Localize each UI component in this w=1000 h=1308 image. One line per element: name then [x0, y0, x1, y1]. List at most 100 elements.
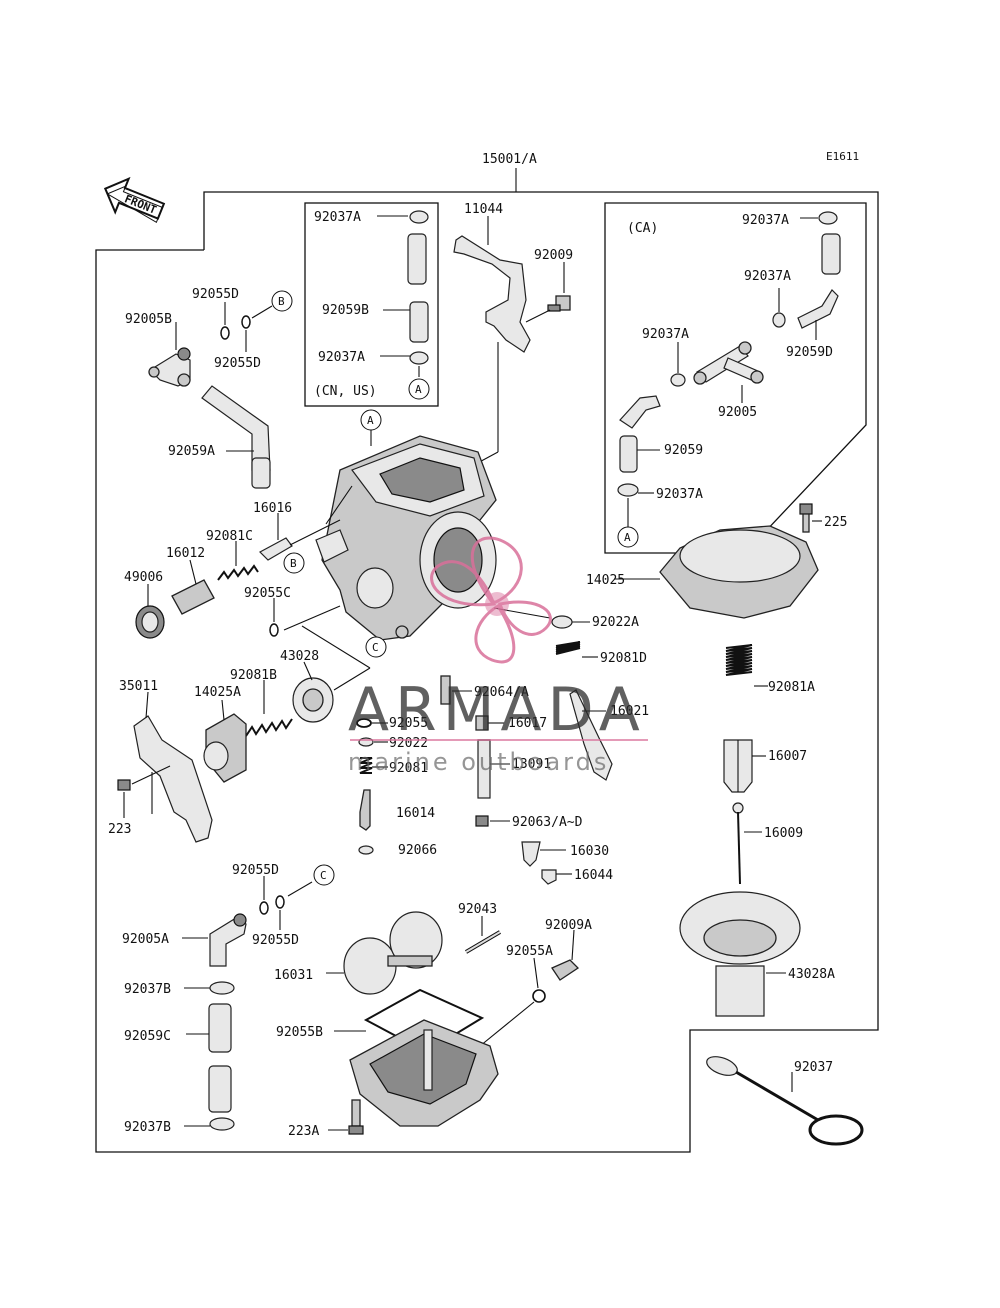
tee-92005 [693, 341, 764, 403]
label-92055d: 92055D [252, 933, 299, 948]
screw-92009 [525, 262, 571, 323]
label-92063: 92063/A~D [512, 815, 583, 830]
label-92055d: 92055D [214, 356, 261, 371]
label-92059b: 92059B [322, 303, 369, 318]
label-92059: 92059 [664, 443, 703, 458]
label-16016: 16016 [253, 501, 292, 516]
jet-16017 [475, 715, 504, 731]
label-92037a: 92037A [742, 213, 789, 228]
clip-92037a-r1 [800, 211, 838, 225]
o-ring-92066 [358, 845, 374, 855]
label-16030: 16030 [570, 844, 609, 859]
washer-92022a [493, 607, 590, 629]
plunger-16016 [259, 513, 341, 561]
hose-92059c [186, 1003, 232, 1113]
svg-text:B: B [278, 295, 285, 308]
clip-92037a-left-bottom [380, 351, 429, 377]
inset-note-cn-us: (CN, US) [314, 384, 377, 399]
svg-text:B: B [290, 557, 297, 570]
callout-a: A [360, 409, 382, 446]
clip-16044 [541, 869, 572, 885]
jet-needle-16009 [732, 802, 762, 885]
hose-segment [821, 233, 841, 275]
label-16007: 16007 [768, 749, 807, 764]
callout-b: B [271, 290, 293, 312]
label-92055c: 92055C [244, 586, 291, 601]
label-13091: 13091 [512, 757, 551, 772]
top-cover-14025 [614, 525, 819, 619]
label-92037b: 92037B [124, 982, 171, 997]
label-92009: 92009 [534, 248, 573, 263]
spring-92081 [359, 757, 388, 774]
label-92081: 92081 [389, 761, 428, 776]
label-92005a: 92005A [122, 932, 169, 947]
o-ring-92055a [479, 957, 546, 1047]
label-11044: 11044 [464, 202, 503, 217]
label-92037a: 92037A [744, 269, 791, 284]
label-92037a: 92037A [318, 350, 365, 365]
hose-92059d [797, 289, 839, 340]
watermark-tagline: marine outboards [348, 748, 609, 776]
o-ring-92055d-a [220, 302, 230, 340]
diagram-code: E1611 [826, 150, 859, 163]
assembly-label: 15001/A [482, 152, 537, 167]
label-92055d: 92055D [192, 287, 239, 302]
label-92037b: 92037B [124, 1120, 171, 1135]
label-92022a: 92022A [592, 615, 639, 630]
cover-14025a [203, 699, 247, 783]
spring-92081a [725, 644, 768, 687]
svg-text:C: C [372, 641, 379, 654]
hose-92059a [201, 385, 271, 489]
svg-text:A: A [367, 414, 374, 427]
label-16017: 16017 [508, 716, 547, 731]
label-92059a: 92059A [168, 444, 215, 459]
callout-c: C [313, 864, 335, 886]
inset-box-ca [604, 202, 867, 554]
label-49006: 49006 [124, 570, 163, 585]
label-43028a: 43028A [788, 967, 835, 982]
fitting-92005b [148, 322, 191, 387]
jet-92064 [440, 675, 472, 705]
watermark-logo-icon [430, 536, 552, 664]
screw-92009a [551, 929, 580, 981]
clip-92037b-top [184, 981, 235, 995]
callout-a: A [617, 526, 639, 548]
needle-valve-16030 [521, 841, 566, 867]
label-92037: 92037 [794, 1060, 833, 1075]
label-16031: 16031 [274, 968, 313, 983]
screw-223a [328, 1099, 364, 1135]
label-92064: 92064/A [474, 685, 529, 700]
label-92037a: 92037A [314, 210, 361, 225]
carburetor-body [315, 435, 497, 641]
label-92005b: 92005B [125, 312, 172, 327]
callout-b: B [283, 552, 305, 574]
gauge-tool-92037 [706, 1056, 864, 1146]
o-ring-92055d-c [259, 876, 269, 915]
clip-92037a-left-top [377, 210, 429, 224]
label-92055d: 92055D [232, 863, 279, 878]
diaphragm-43028 [292, 625, 371, 723]
needle-16021 [569, 689, 613, 781]
spring-92081b [245, 680, 293, 737]
o-ring-92055-center [356, 718, 388, 728]
jet-92063 [475, 815, 510, 827]
label-92081c: 92081C [206, 529, 253, 544]
label-92081b: 92081B [230, 668, 277, 683]
inset-box-cn-us [304, 202, 439, 407]
label-16021: 16021 [610, 704, 649, 719]
label-92043: 92043 [458, 902, 497, 917]
label-92009a: 92009A [545, 918, 592, 933]
inset-note-ca: (CA) [627, 221, 658, 236]
hose-92059 [619, 395, 661, 473]
label-16012: 16012 [166, 546, 205, 561]
label-92037a: 92037A [656, 487, 703, 502]
needle-holder-16007 [723, 739, 766, 793]
o-ring-92055d-d [275, 881, 313, 930]
label-92055b: 92055B [276, 1025, 323, 1040]
assembly-frame [95, 191, 879, 1153]
svg-text:A: A [624, 531, 631, 544]
fitting-92005a [182, 913, 247, 967]
screw-16014 [359, 789, 371, 831]
spring-92081d [555, 641, 598, 658]
label-92005: 92005 [718, 405, 757, 420]
